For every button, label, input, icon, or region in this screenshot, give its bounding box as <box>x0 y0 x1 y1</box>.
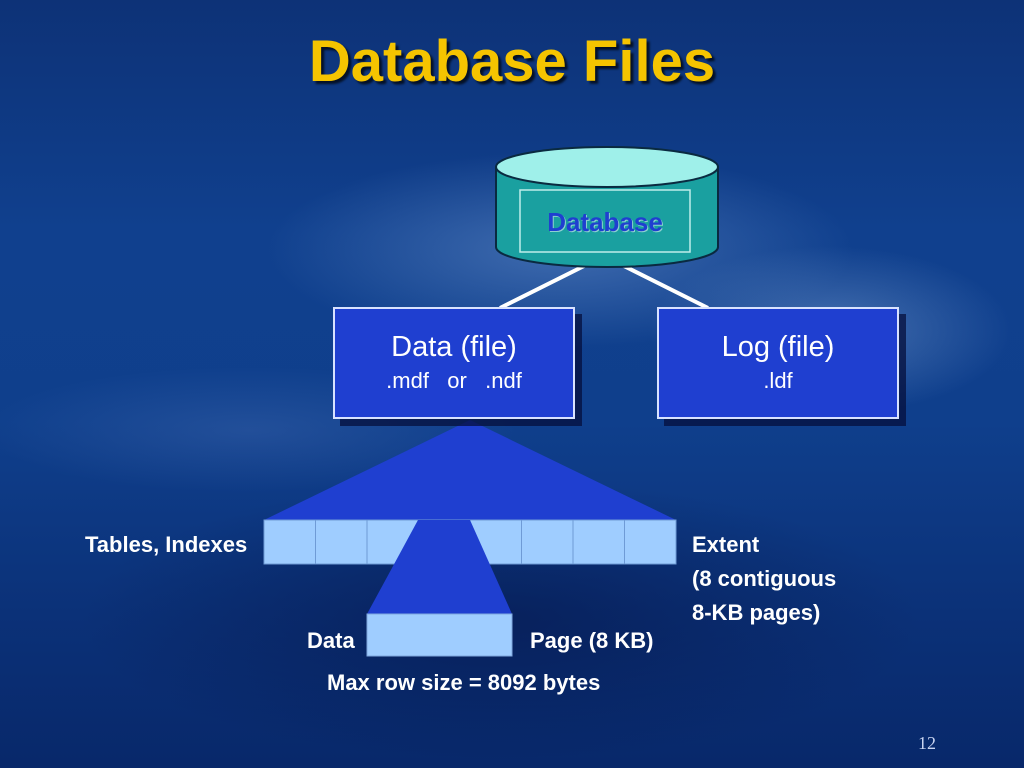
database-cylinder <box>495 146 719 268</box>
database-label: Database <box>547 207 663 237</box>
extent-expansion-triangle <box>264 420 676 520</box>
slide-title: Database Files <box>308 29 716 94</box>
max-row-size-note: Max row size = 8092 bytes <box>327 670 601 695</box>
extent-desc-line2: (8 contiguous <box>692 566 837 591</box>
data-file-extensions: .mdf or .ndf <box>386 368 522 393</box>
tables-indexes-label: Tables, Indexes <box>85 532 248 557</box>
extent-page-cell <box>624 519 677 565</box>
data-file-box: Data (file) .mdf or .ndf <box>333 307 575 419</box>
log-file-extensions: .ldf <box>763 368 793 393</box>
extent-desc-line3: 8-KB pages) <box>692 600 821 625</box>
data-page <box>366 613 513 657</box>
extent-page-cell <box>263 519 316 565</box>
extent-page-cell <box>521 519 574 565</box>
page-size-label: Page (8 KB) <box>530 628 654 653</box>
data-file-title: Data (file) <box>391 331 517 363</box>
slide-number: 12 <box>918 733 936 753</box>
extent-page-cell <box>315 519 368 565</box>
extent-label: Extent <box>692 532 760 557</box>
page-expansion-trapezoid <box>367 520 512 614</box>
log-file-box: Log (file) .ldf <box>657 307 899 419</box>
data-page-left-label: Data <box>307 628 355 653</box>
log-file-title: Log (file) <box>721 331 835 363</box>
extent-page-cell <box>572 519 625 565</box>
